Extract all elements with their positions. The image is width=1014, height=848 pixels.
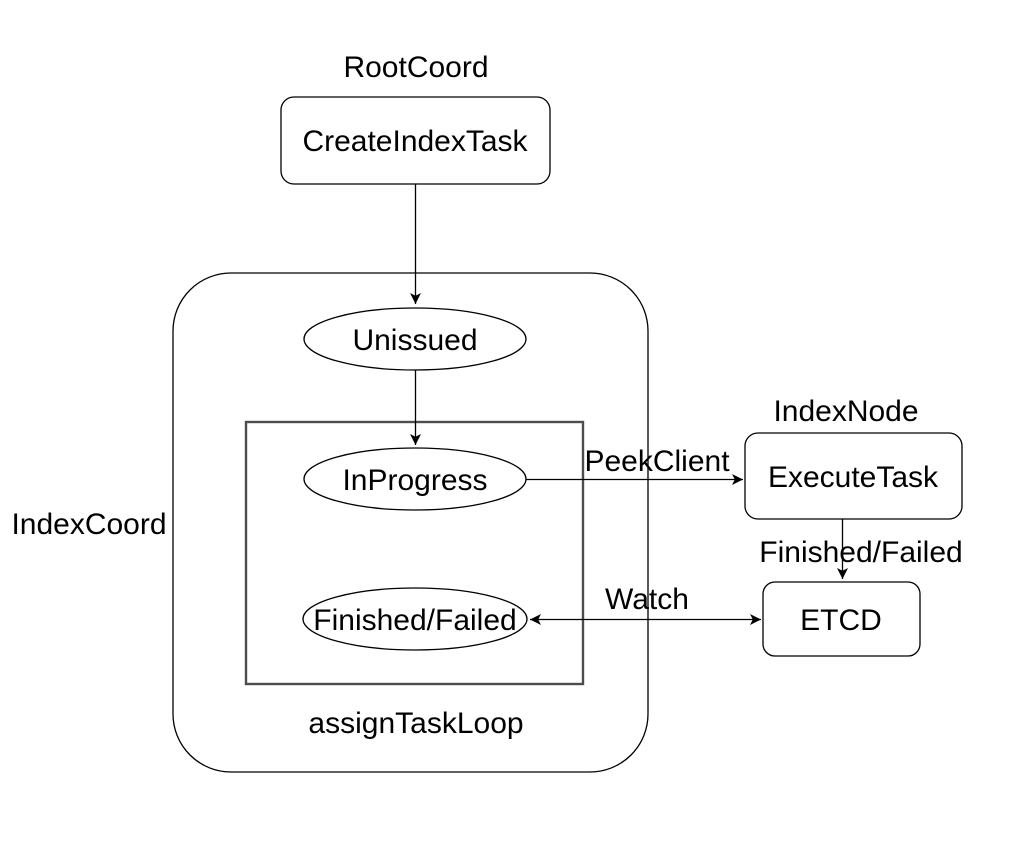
root-coord-label: RootCoord bbox=[343, 51, 488, 84]
index-node-label: IndexNode bbox=[773, 395, 918, 428]
node-create-index-task-label: CreateIndexTask bbox=[302, 125, 528, 158]
edge-watch-label: Watch bbox=[605, 583, 689, 616]
node-finished-failed bbox=[302, 587, 528, 651]
node-execute-task-label: ExecuteTask bbox=[768, 461, 939, 494]
node-etcd bbox=[762, 581, 921, 657]
index-coord-label: IndexCoord bbox=[11, 508, 166, 541]
node-unissued-label: Unissued bbox=[352, 324, 477, 357]
node-execute-task bbox=[744, 432, 963, 520]
edge-finished-failed-label: Finished/Failed bbox=[759, 536, 962, 569]
index-coord-container bbox=[172, 272, 649, 773]
node-in-progress-label: InProgress bbox=[342, 464, 487, 497]
node-etcd-label: ETCD bbox=[800, 604, 882, 637]
edge-peekclient-label: PeekClient bbox=[584, 445, 730, 478]
assign-task-loop-label: assignTaskLoop bbox=[308, 707, 523, 740]
assign-task-loop-box bbox=[244, 420, 585, 686]
node-finished-failed-label: Finished/Failed bbox=[313, 604, 516, 637]
